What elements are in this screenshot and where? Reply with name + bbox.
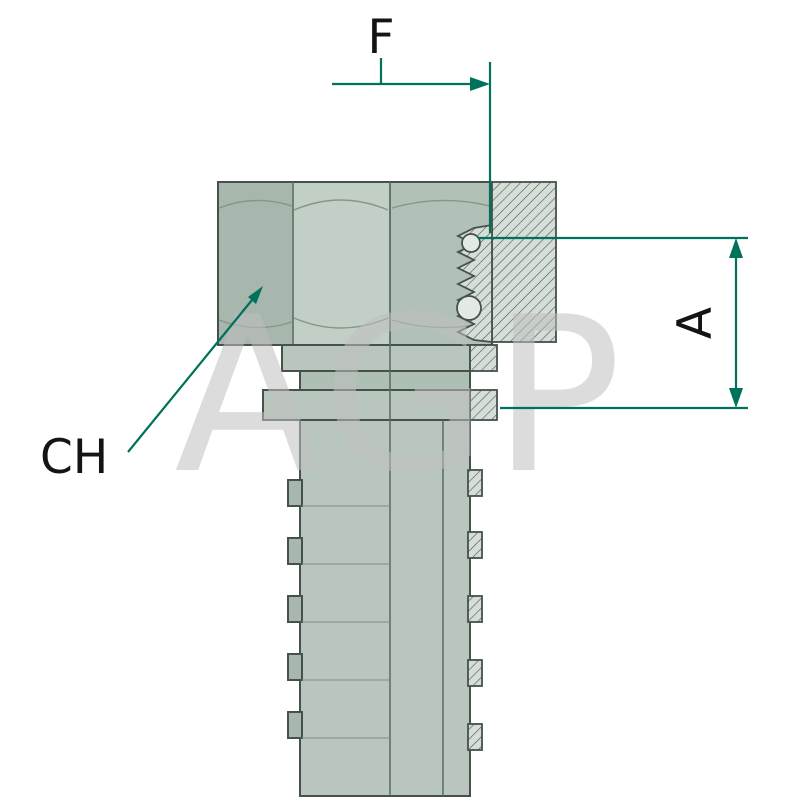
- stop-collar-section: [469, 389, 498, 421]
- barb-right-section: [467, 469, 483, 497]
- ch-label: CH: [40, 430, 108, 485]
- chamfer-arc: [293, 317, 389, 329]
- seat-ball-large: [456, 295, 482, 321]
- chamfer-arc: [218, 319, 293, 329]
- dimension-f-label: F: [367, 10, 394, 65]
- watermark-text: AGP: [174, 270, 626, 521]
- ch-leader-line: [127, 299, 253, 453]
- dimension-a: [478, 236, 748, 410]
- hex-nut-mid-face: [293, 182, 390, 345]
- fitting-drawing: [217, 181, 557, 797]
- washer-section: [469, 344, 498, 372]
- dimension-a-arrow-down-icon: [729, 388, 743, 408]
- dimension-f: [332, 58, 492, 233]
- ch-leader: [127, 286, 263, 453]
- barb-right-section: [467, 723, 483, 751]
- nut-cross-section: [455, 181, 557, 344]
- dimension-a-arrow-up-icon: [729, 238, 743, 258]
- barb-right-section: [467, 531, 483, 559]
- chamfer-arc: [391, 199, 491, 209]
- barb-right-section: [467, 595, 483, 623]
- barb-left: [287, 537, 303, 565]
- barb-left: [287, 479, 303, 507]
- dimension-a-label: A: [668, 307, 723, 339]
- hose-shank: [287, 182, 483, 797]
- seat-ball-small: [461, 233, 481, 253]
- barb-left: [287, 711, 303, 739]
- ch-leader-arrow-icon: [248, 286, 263, 304]
- dimension-f-arrow-right-icon: [470, 77, 490, 91]
- barb-right-section: [467, 659, 483, 687]
- chamfer-arc: [218, 199, 293, 209]
- shank-tube: [299, 419, 471, 797]
- chamfer-arc: [293, 199, 389, 211]
- hex-nut-left-face: [218, 182, 293, 345]
- washer-and-collar: [262, 344, 498, 421]
- stop-collar: [262, 389, 471, 421]
- barb-left: [287, 653, 303, 681]
- barb-left: [287, 595, 303, 623]
